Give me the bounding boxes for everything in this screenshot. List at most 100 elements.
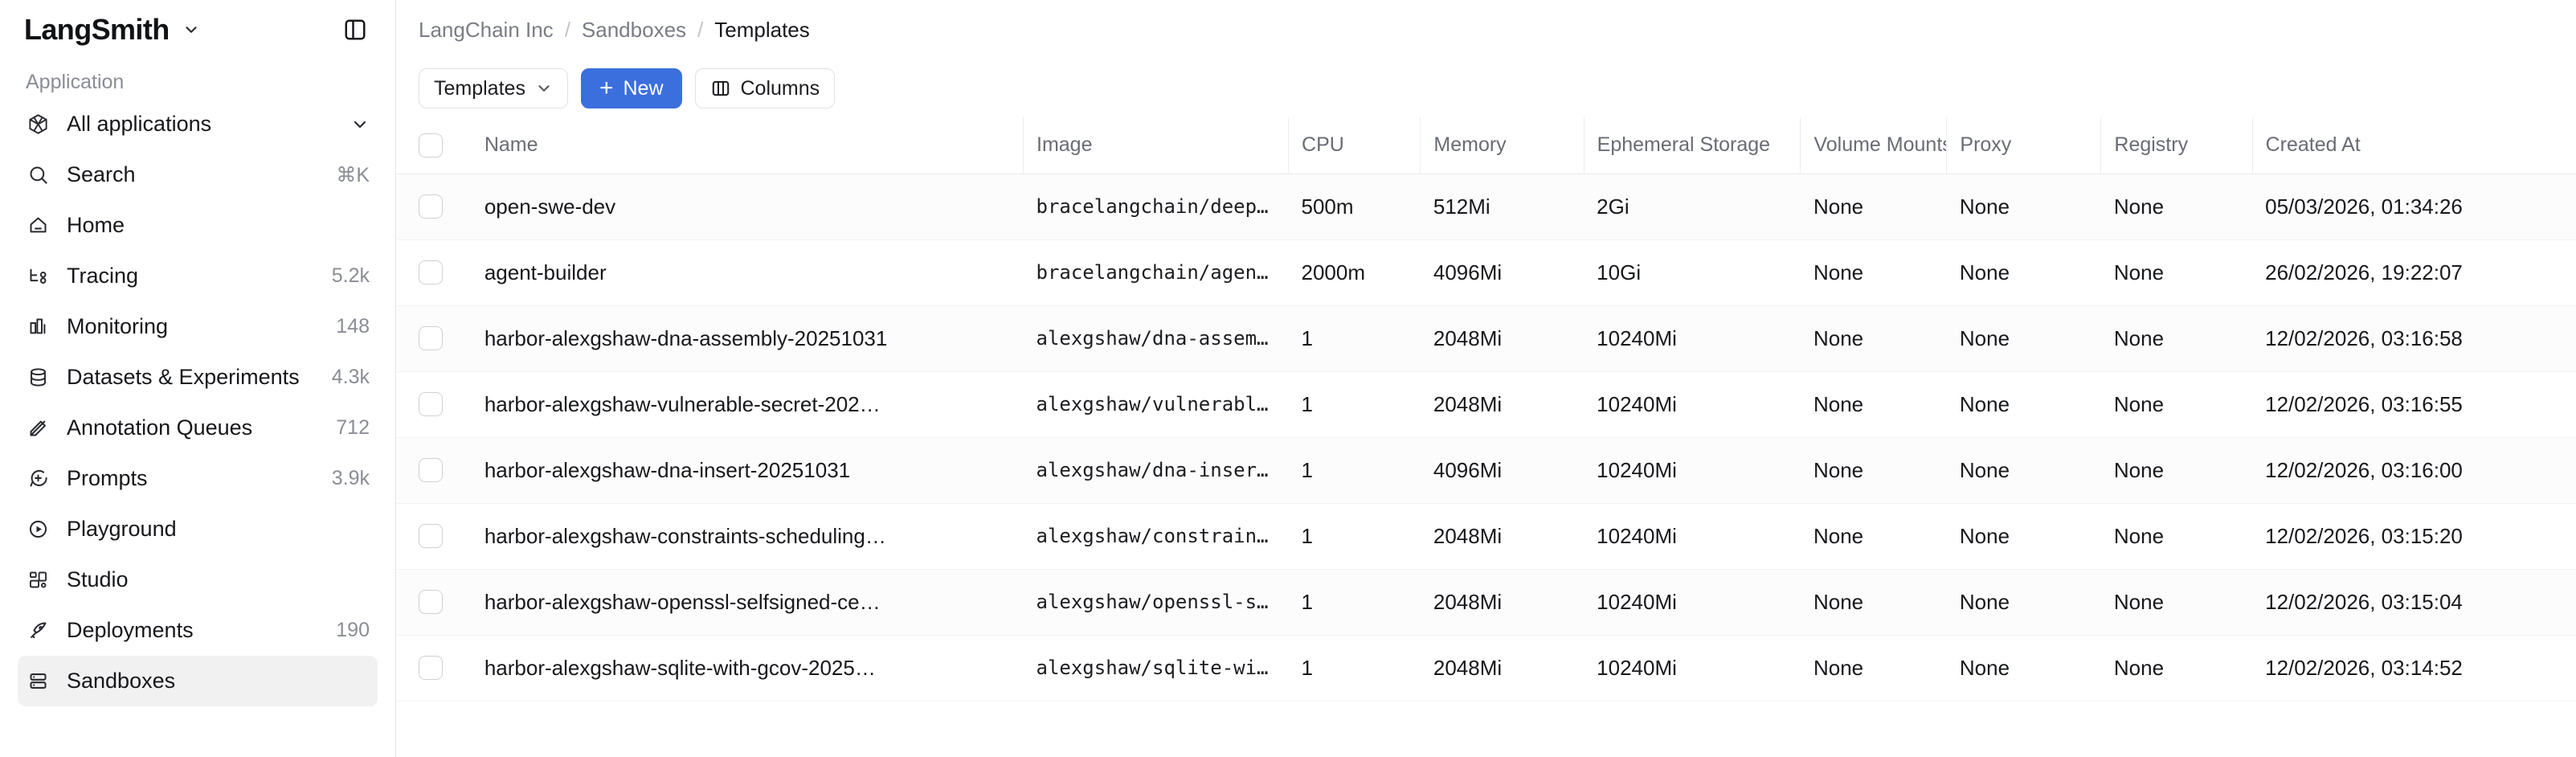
cell-ephemeral-storage: 2Gi — [1584, 174, 1801, 240]
cell-created-at: 12/02/2026, 03:15:20 — [2252, 503, 2576, 570]
column-header-created-at[interactable]: Created At — [2252, 117, 2576, 174]
templates-table: Name Image CPU Memory Ephemeral Storage … — [396, 117, 2576, 702]
cell-registry: None — [2100, 371, 2253, 438]
sidebar-item-label: Tracing — [67, 264, 139, 288]
column-header-volume-mounts[interactable]: Volume Mounts — [1800, 117, 1948, 174]
table-row[interactable]: agent-builder bracelangchain/agent… 2000… — [396, 239, 2576, 306]
sidebar-item-count: 190 — [336, 619, 370, 641]
table-row[interactable]: harbor-alexgshaw-constraints-scheduling…… — [396, 503, 2576, 570]
column-header-cpu[interactable]: CPU — [1288, 117, 1421, 174]
column-header-ephemeral-storage[interactable]: Ephemeral Storage — [1584, 117, 1801, 174]
column-header-name[interactable]: Name — [466, 117, 1024, 174]
table-row[interactable]: harbor-alexgshaw-dna-insert-20251031 ale… — [396, 437, 2576, 504]
cell-volume-mounts: None — [1800, 437, 1947, 504]
cell-name[interactable]: harbor-alexgshaw-dna-insert-20251031 — [466, 437, 1024, 504]
sidebar-item-deployments[interactable]: Deployments 190 — [18, 605, 378, 656]
sidebar-item-studio[interactable]: Studio — [18, 554, 378, 605]
column-header-image[interactable]: Image — [1023, 117, 1290, 174]
chevron-down-icon — [535, 80, 553, 97]
chevron-down-icon[interactable] — [350, 115, 370, 134]
cell-volume-mounts: None — [1800, 569, 1947, 636]
row-checkbox[interactable] — [419, 326, 443, 350]
row-checkbox[interactable] — [419, 260, 443, 284]
cell-name[interactable]: harbor-alexgshaw-dna-assembly-20251031 — [466, 305, 1024, 372]
table-row[interactable]: harbor-alexgshaw-sqlite-with-gcov-2025… … — [396, 635, 2576, 702]
brand-title: LangSmith — [24, 13, 170, 46]
cell-cpu: 1 — [1288, 569, 1421, 636]
row-checkbox[interactable] — [419, 656, 443, 680]
chevron-down-icon[interactable] — [182, 21, 200, 39]
row-select-cell — [396, 174, 467, 240]
sidebar-item-playground[interactable]: Playground — [18, 504, 378, 554]
bar-chart-icon — [26, 315, 50, 339]
cell-cpu: 1 — [1288, 371, 1421, 438]
cell-image: alexgshaw/openssl-se… — [1023, 569, 1289, 636]
row-checkbox[interactable] — [419, 458, 443, 482]
toolbar: Templates + New Columns — [396, 59, 2576, 117]
cell-name[interactable]: harbor-alexgshaw-sqlite-with-gcov-2025… — [466, 635, 1024, 702]
cell-volume-mounts: None — [1800, 371, 1947, 438]
sidebar-item-label: Monitoring — [67, 314, 169, 338]
sidebar-item-shortcut: ⌘K — [336, 163, 370, 186]
sidebar-item-search[interactable]: Search ⌘K — [18, 149, 378, 200]
templates-filter-dropdown[interactable]: Templates — [419, 68, 568, 108]
new-button[interactable]: + New — [580, 68, 682, 108]
cell-registry: None — [2100, 635, 2253, 702]
row-checkbox[interactable] — [419, 392, 443, 416]
cell-name[interactable]: harbor-alexgshaw-constraints-scheduling… — [466, 503, 1024, 570]
column-header-registry[interactable]: Registry — [2100, 117, 2253, 174]
row-checkbox[interactable] — [419, 194, 443, 219]
cell-proxy: None — [1946, 503, 2101, 570]
sidebar-item-count: 712 — [336, 416, 370, 439]
cell-name[interactable]: harbor-alexgshaw-openssl-selfsigned-ce… — [466, 569, 1024, 636]
sidebar-item-tracing[interactable]: Tracing 5.2k — [18, 251, 378, 301]
sidebar-item-datasets-experiments[interactable]: Datasets & Experiments 4.3k — [18, 352, 378, 403]
row-select-cell — [396, 569, 467, 636]
cell-ephemeral-storage: 10240Mi — [1584, 371, 1801, 438]
sidebar-item-all-applications[interactable]: All applications — [18, 99, 378, 149]
breadcrumb-item-templates[interactable]: Templates — [714, 17, 810, 42]
sidebar-item-sandboxes[interactable]: Sandboxes — [18, 656, 378, 706]
columns-button[interactable]: Columns — [694, 68, 836, 108]
table-body: open-swe-dev bracelangchain/deepa… 500m … — [396, 174, 2576, 702]
toggle-sidebar-icon[interactable] — [339, 14, 371, 46]
cell-proxy: None — [1946, 305, 2101, 372]
table-row[interactable]: harbor-alexgshaw-dna-assembly-20251031 a… — [396, 305, 2576, 372]
column-header-memory[interactable]: Memory — [1420, 117, 1584, 174]
breadcrumb-item-sandboxes[interactable]: Sandboxes — [581, 17, 687, 42]
cell-volume-mounts: None — [1800, 503, 1947, 570]
row-checkbox[interactable] — [419, 524, 443, 548]
sidebar-item-monitoring[interactable]: Monitoring 148 — [18, 301, 378, 352]
home-icon — [26, 214, 50, 238]
cell-proxy: None — [1946, 437, 2101, 504]
table-row[interactable]: open-swe-dev bracelangchain/deepa… 500m … — [396, 174, 2576, 240]
sidebar-item-count: 5.2k — [331, 264, 370, 287]
cell-name[interactable]: agent-builder — [466, 239, 1024, 306]
play-circle-icon — [26, 518, 50, 542]
cell-name[interactable]: open-swe-dev — [466, 174, 1024, 240]
cell-registry: None — [2100, 239, 2253, 306]
sidebar-item-prompts[interactable]: Prompts 3.9k — [18, 453, 378, 504]
sidebar-item-count: 148 — [336, 315, 370, 338]
cell-cpu: 1 — [1288, 305, 1421, 372]
cell-proxy: None — [1946, 371, 2101, 438]
breadcrumb-item-org[interactable]: LangChain Inc — [419, 17, 554, 42]
cell-created-at: 12/02/2026, 03:16:00 — [2252, 437, 2576, 504]
sidebar-item-count: 4.3k — [331, 366, 370, 388]
column-header-proxy[interactable]: Proxy — [1946, 117, 2102, 174]
cell-cpu: 2000m — [1288, 239, 1421, 306]
cell-image: alexgshaw/dna-assemb… — [1023, 305, 1289, 372]
sidebar-item-home[interactable]: Home — [18, 200, 378, 251]
sidebar-item-annotation-queues[interactable]: Annotation Queues 712 — [18, 403, 378, 453]
table-row[interactable]: harbor-alexgshaw-vulnerable-secret-202… … — [396, 371, 2576, 438]
row-select-cell — [396, 503, 467, 570]
cell-name[interactable]: harbor-alexgshaw-vulnerable-secret-202… — [466, 371, 1024, 438]
templates-table-container[interactable]: Name Image CPU Memory Ephemeral Storage … — [396, 117, 2576, 702]
table-row[interactable]: harbor-alexgshaw-openssl-selfsigned-ce… … — [396, 569, 2576, 636]
row-checkbox[interactable] — [419, 590, 443, 614]
table-header: Name Image CPU Memory Ephemeral Storage … — [396, 117, 2576, 174]
select-all-checkbox[interactable] — [419, 133, 443, 158]
main-content: LangChain Inc / Sandboxes / Templates Te… — [396, 0, 2576, 757]
cell-created-at: 12/02/2026, 03:15:04 — [2252, 569, 2576, 636]
